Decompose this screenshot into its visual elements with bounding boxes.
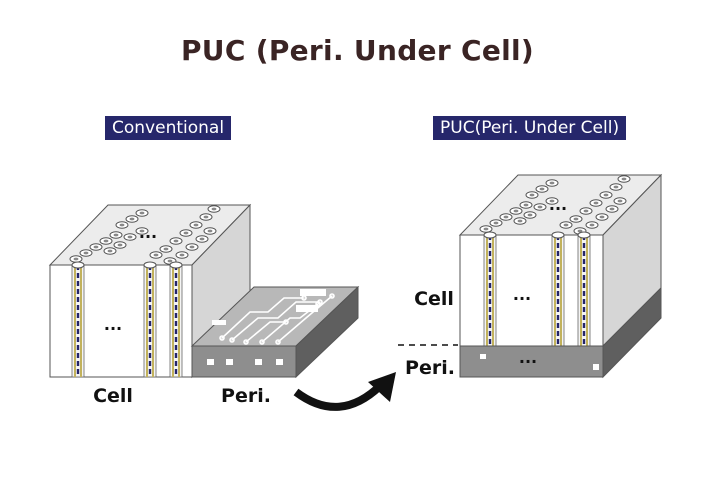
vertical-channel [577, 231, 591, 347]
cell-hole [99, 237, 113, 245]
vertical-channel [143, 261, 157, 378]
puc-peri-label: Peri. [405, 357, 455, 379]
cell-hole [519, 201, 533, 209]
conventional-top-ellipsis: ... [139, 223, 157, 242]
puc-top-ellipsis: ... [549, 195, 567, 214]
cell-hole [585, 221, 599, 229]
cell-hole [135, 209, 149, 217]
cell-hole [489, 219, 503, 227]
cell-hole [479, 225, 493, 233]
cell-hole [189, 221, 203, 229]
cell-hole [579, 207, 593, 215]
puc-peri-pads [480, 354, 599, 370]
conventional-front-ellipsis: ... [104, 315, 122, 334]
vertical-channel [169, 261, 183, 378]
cell-hole [125, 215, 139, 223]
cell-hole [175, 251, 189, 259]
cell-hole [113, 241, 127, 249]
page-title: PUC (Peri. Under Cell) [180, 34, 535, 67]
conventional-peri-label: Peri. [221, 385, 271, 407]
cell-hole [159, 245, 173, 253]
cell-hole [179, 229, 193, 237]
cell-hole [185, 243, 199, 251]
puc-front-ellipsis: ... [513, 285, 531, 304]
cell-hole [595, 213, 609, 221]
cell-hole [599, 191, 613, 199]
puc-peri-ellipsis: ... [519, 348, 537, 367]
cell-hole [569, 215, 583, 223]
cell-hole [199, 213, 213, 221]
puc-cell-holes [479, 175, 631, 235]
cell-hole [513, 217, 527, 225]
cell-hole [123, 233, 137, 241]
puc-cell-label: Cell [414, 288, 454, 310]
cell-hole [109, 231, 123, 239]
transition-arrow-head [368, 372, 396, 402]
cell-hole [609, 183, 623, 191]
conventional-cell-label: Cell [93, 385, 133, 407]
cell-hole [69, 255, 83, 263]
vertical-channel [551, 231, 565, 347]
cell-hole [103, 247, 117, 255]
conventional-cell-channels [71, 261, 183, 378]
vertical-channel [71, 261, 85, 378]
cell-hole [545, 179, 559, 187]
cell-hole [207, 205, 221, 213]
cell-hole [617, 175, 631, 183]
vertical-channel [483, 231, 497, 347]
conventional-cell-holes [69, 205, 221, 265]
transition-arrow [293, 382, 384, 411]
cell-hole [613, 197, 627, 205]
cell-hole [535, 185, 549, 193]
cell-hole [195, 235, 209, 243]
cell-hole [509, 207, 523, 215]
cell-hole [545, 197, 559, 205]
cell-hole [499, 213, 513, 221]
cell-hole [525, 191, 539, 199]
conventional-peri-pads [207, 359, 283, 365]
cell-hole [559, 221, 573, 229]
cell-hole [589, 199, 603, 207]
cell-hole [135, 227, 149, 235]
puc-tag: PUC(Peri. Under Cell) [433, 116, 627, 140]
cell-hole [89, 243, 103, 251]
puc-peri-block [459, 286, 662, 379]
cell-hole [533, 203, 547, 211]
cell-hole [149, 251, 163, 259]
cell-hole [203, 227, 217, 235]
puc-peri-front [459, 345, 604, 378]
conventional-tag: Conventional [105, 116, 232, 140]
cell-hole [169, 237, 183, 245]
conventional-peri-circuit [212, 289, 335, 345]
cell-hole [523, 211, 537, 219]
cell-hole [115, 221, 129, 229]
cell-hole [79, 249, 93, 257]
cell-hole [605, 205, 619, 213]
